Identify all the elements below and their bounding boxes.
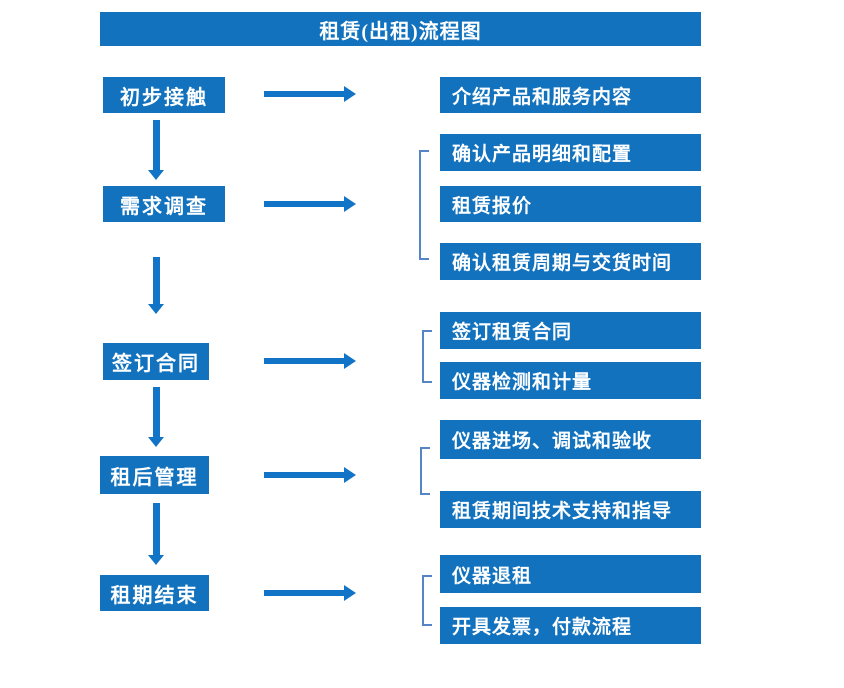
group-bracket-1	[419, 150, 429, 260]
detail-box-confirm-period-delivery: 确认租赁周期与交货时间	[440, 243, 701, 280]
step-box-lease-end: 租期结束	[100, 575, 209, 611]
arrow-shaft	[264, 91, 344, 97]
arrow-head	[148, 304, 164, 314]
flow-arrow-down-3-icon	[148, 387, 165, 447]
arrow-shaft	[264, 590, 344, 596]
arrow-head	[344, 196, 356, 212]
arrow-head	[148, 437, 164, 447]
arrow-shaft	[153, 503, 160, 555]
arrow-head	[148, 555, 164, 565]
detail-box-invoice-payment: 开具发票，付款流程	[440, 607, 701, 644]
detail-box-instrument-return: 仪器退租	[440, 555, 701, 593]
group-bracket-3	[420, 447, 430, 495]
arrow-shaft	[264, 358, 344, 364]
arrow-head	[344, 467, 356, 483]
flow-arrow-right-4-icon	[264, 467, 356, 483]
flow-arrow-right-3-icon	[264, 353, 356, 369]
arrow-shaft	[153, 120, 160, 170]
detail-box-rental-quotation: 租赁报价	[440, 186, 701, 222]
detail-box-instrument-setup-acceptance: 仪器进场、调试和验收	[440, 420, 701, 459]
group-bracket-2	[422, 330, 432, 383]
flow-arrow-right-1-icon	[264, 86, 356, 102]
arrow-head	[344, 585, 356, 601]
detail-box-confirm-product-config: 确认产品明细和配置	[440, 134, 701, 171]
detail-box-instrument-testing: 仪器检测和计量	[440, 362, 701, 399]
arrow-head	[148, 170, 164, 180]
arrow-head	[344, 353, 356, 369]
arrow-shaft	[264, 472, 344, 478]
step-box-initial-contact: 初步接触	[103, 77, 225, 113]
detail-box-sign-rental-contract: 签订租赁合同	[440, 312, 701, 349]
flowchart-title: 租赁(出租)流程图	[100, 12, 701, 46]
arrow-shaft	[153, 387, 160, 437]
flow-arrow-down-4-icon	[148, 503, 165, 565]
flow-arrow-down-1-icon	[148, 120, 165, 180]
arrow-shaft	[264, 201, 344, 207]
step-box-post-rental-management: 租后管理	[100, 456, 209, 494]
arrow-head	[344, 86, 356, 102]
detail-box-tech-support: 租赁期间技术支持和指导	[440, 491, 701, 528]
flow-arrow-down-2-icon	[148, 257, 165, 314]
group-bracket-4	[422, 575, 432, 626]
arrow-shaft	[153, 257, 160, 304]
flow-arrow-right-5-icon	[264, 585, 356, 601]
detail-box-introduce-products: 介绍产品和服务内容	[440, 77, 701, 113]
step-box-demand-survey: 需求调查	[103, 186, 225, 222]
step-box-sign-contract: 签订合同	[103, 343, 209, 380]
flow-arrow-right-2-icon	[264, 196, 356, 212]
